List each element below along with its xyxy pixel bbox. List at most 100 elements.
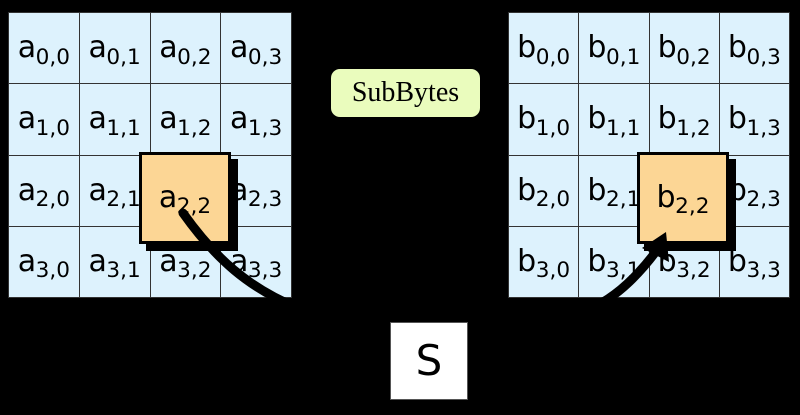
- input-state-cell[interactable]: a1,0: [9, 84, 79, 155]
- output-state-cell-label: b3,0: [517, 243, 570, 281]
- cell-base: a: [230, 101, 248, 137]
- output-state-cell-label: b0,0: [517, 30, 570, 68]
- cell-subscript: 1,3: [247, 115, 283, 141]
- cell-subscript: 1,0: [535, 115, 571, 141]
- cell-base: b: [587, 172, 606, 208]
- output-state-cell-label: b0,1: [587, 33, 640, 68]
- input-state-cell-label: a0,1: [88, 30, 141, 68]
- cell-subscript: 1,2: [676, 115, 711, 141]
- output-state-cell-label: b1,3: [727, 101, 781, 139]
- input-state-cell[interactable]: a3,0: [9, 226, 79, 297]
- sbox-label: S: [415, 336, 443, 385]
- input-state-cell[interactable]: a0,3: [221, 13, 291, 84]
- output-state-cell[interactable]: b2,3: [719, 155, 789, 226]
- output-state-cell[interactable]: b1,3: [719, 84, 789, 155]
- cell-base: b: [587, 243, 606, 279]
- input-state-cell-label: a3,3: [230, 243, 282, 281]
- input-state-cell-label: a1,1: [88, 101, 141, 139]
- output-state-cell-label: b2,0: [517, 172, 570, 210]
- input-state-cell[interactable]: a1,3: [221, 84, 291, 155]
- cell-base: b: [727, 30, 747, 66]
- cell-subscript: 0,2: [676, 44, 711, 70]
- input-state-cell[interactable]: a0,1: [79, 13, 150, 84]
- output-state-cell[interactable]: b3,0: [509, 226, 579, 297]
- subbytes-operation-label: SubBytes: [351, 77, 460, 108]
- output-state-cell-label: b3,2: [657, 243, 711, 281]
- output-state-cell[interactable]: b0,3: [719, 13, 789, 84]
- output-state-cell[interactable]: b0,2: [649, 13, 719, 84]
- subbytes-operation-box[interactable]: SubBytes: [331, 69, 480, 117]
- output-state-cell[interactable]: b0,1: [579, 13, 649, 84]
- cell-base: b: [657, 243, 677, 279]
- cell-subscript: 3,1: [605, 258, 641, 284]
- cell-base: a: [159, 101, 178, 137]
- cell-base: b: [517, 172, 536, 208]
- input-state-cell-label: a1,3: [230, 101, 282, 139]
- output-state-cell[interactable]: b1,2: [649, 84, 719, 155]
- cell-subscript: 0,1: [106, 44, 141, 70]
- cell-subscript: 1,1: [605, 115, 641, 141]
- highlighted-input-cell-label: a2,2: [158, 180, 212, 220]
- input-state-cell[interactable]: a1,2: [150, 84, 221, 155]
- output-state-cell-label: b2,3: [728, 175, 781, 210]
- cell-subscript: 0,3: [247, 44, 283, 70]
- cell-subscript: 1,1: [106, 115, 141, 141]
- output-state-cell-label: b3,3: [727, 243, 781, 281]
- input-state-cell[interactable]: a3,3: [221, 226, 291, 297]
- cell-base: a: [88, 101, 107, 137]
- cell-base: b: [517, 30, 536, 66]
- cell-base: a: [88, 172, 107, 208]
- highlighted-output-cell-label: b2,2: [656, 180, 710, 220]
- cell-subscript: 1,3: [746, 115, 781, 141]
- cell-base: b: [727, 243, 747, 279]
- cell-subscript: 3,3: [247, 258, 283, 284]
- cell-base: a: [230, 30, 248, 66]
- cell-subscript: 3,2: [676, 258, 711, 284]
- output-state-cell[interactable]: b3,3: [719, 226, 789, 297]
- cell-subscript: 2,1: [605, 187, 641, 213]
- output-state-cell-label: b1,1: [587, 101, 640, 139]
- cell-base: a: [88, 243, 107, 279]
- output-state-cell[interactable]: b2,0: [509, 155, 579, 226]
- output-state-cell[interactable]: b1,0: [509, 84, 579, 155]
- input-state-cell-label: a1,0: [17, 101, 70, 139]
- input-state-cell[interactable]: a3,1: [79, 226, 150, 297]
- cell-base: a: [159, 243, 178, 279]
- output-state-cell-label: b0,2: [657, 30, 711, 68]
- sbox-substitution-box[interactable]: S: [390, 322, 468, 400]
- cell-base: a: [17, 172, 36, 208]
- cell-base: a: [17, 101, 36, 137]
- cell-base: a: [17, 243, 36, 279]
- cell-subscript: 1,0: [35, 115, 70, 141]
- cell-subscript: 2,3: [746, 187, 781, 213]
- output-state-cell[interactable]: b1,1: [579, 84, 649, 155]
- cell-base: a: [17, 30, 36, 66]
- input-state-cell[interactable]: a2,1: [79, 155, 150, 226]
- cell-base: a: [230, 243, 248, 279]
- cell-base: b: [657, 101, 677, 137]
- cell-subscript: 2,3: [247, 187, 283, 213]
- input-state-cell-label: a3,0: [17, 243, 70, 281]
- cell-subscript: 0,3: [746, 44, 781, 70]
- highlighted-output-cell[interactable]: b2,2: [637, 152, 729, 244]
- highlighted-input-cell[interactable]: a2,2: [139, 152, 231, 244]
- input-state-cell-label: a0,3: [230, 30, 282, 68]
- input-state-cell[interactable]: a2,3: [221, 155, 291, 226]
- input-state-cell[interactable]: a2,0: [9, 155, 79, 226]
- cell-subscript: 3,3: [746, 258, 781, 284]
- output-state-cell[interactable]: b0,0: [509, 13, 579, 84]
- input-state-cell[interactable]: a0,2: [150, 13, 221, 84]
- input-state-cell[interactable]: a0,0: [9, 13, 79, 84]
- cell-base: a: [88, 30, 107, 66]
- cell-subscript: 0,0: [35, 44, 70, 70]
- input-state-cell-label: a1,2: [159, 101, 211, 139]
- cell-base: b: [517, 243, 536, 279]
- cell-base: b: [587, 101, 606, 137]
- input-state-cell-label: a3,1: [88, 243, 141, 281]
- cell-base: b: [727, 101, 747, 137]
- cell-base: b: [657, 30, 677, 66]
- input-state-cell-label: a2,3: [230, 175, 282, 210]
- output-state-cell-label: b2,1: [587, 172, 640, 210]
- output-state-cell[interactable]: b2,1: [579, 155, 649, 226]
- input-state-cell[interactable]: a1,1: [79, 84, 150, 155]
